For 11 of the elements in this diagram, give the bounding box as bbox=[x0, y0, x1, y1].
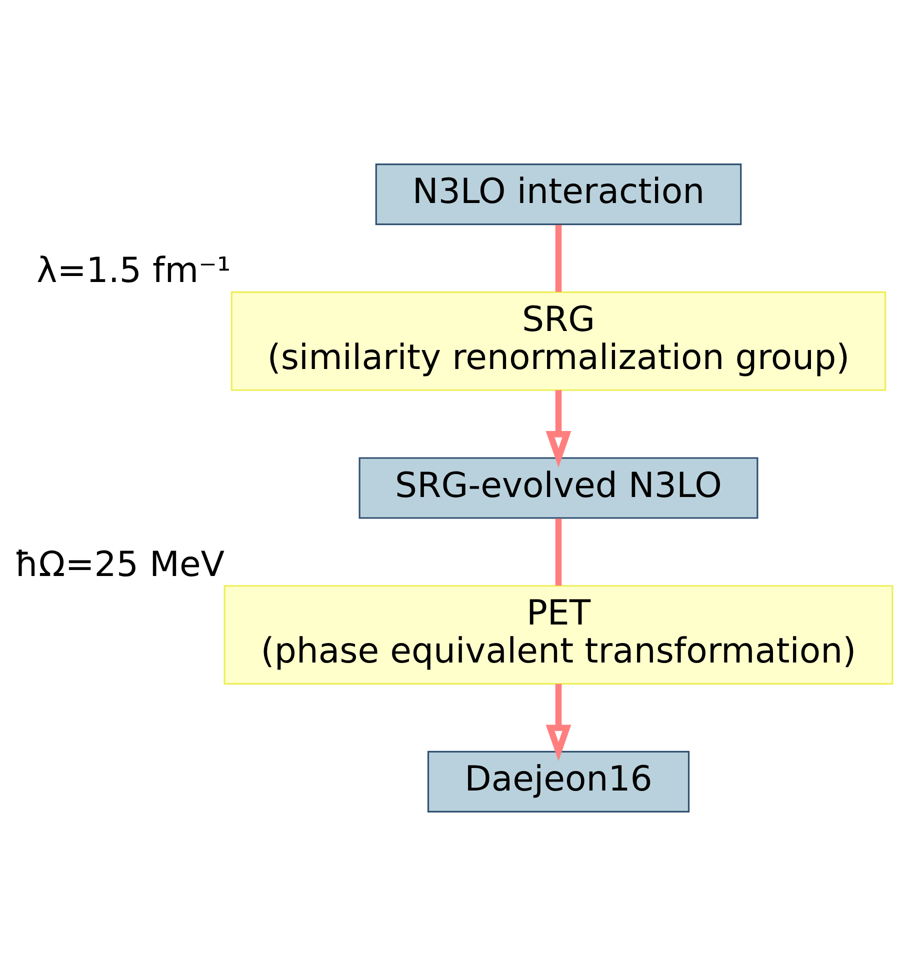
node-label: ħΩ=25 MeV bbox=[14, 544, 225, 585]
node-box: N3LO interaction bbox=[375, 164, 742, 226]
node-box: SRG-evolved N3LO bbox=[358, 457, 758, 519]
node-box: SRG (similarity renormalization group) bbox=[230, 291, 886, 391]
arrow bbox=[546, 390, 572, 468]
node-label: λ=1.5 fm⁻¹ bbox=[36, 251, 231, 292]
arrow bbox=[546, 684, 572, 762]
node-box: PET (phase equivalent transformation) bbox=[224, 585, 894, 685]
connector bbox=[555, 518, 562, 586]
node-box: Daejeon16 bbox=[427, 750, 690, 812]
connector bbox=[555, 224, 562, 292]
